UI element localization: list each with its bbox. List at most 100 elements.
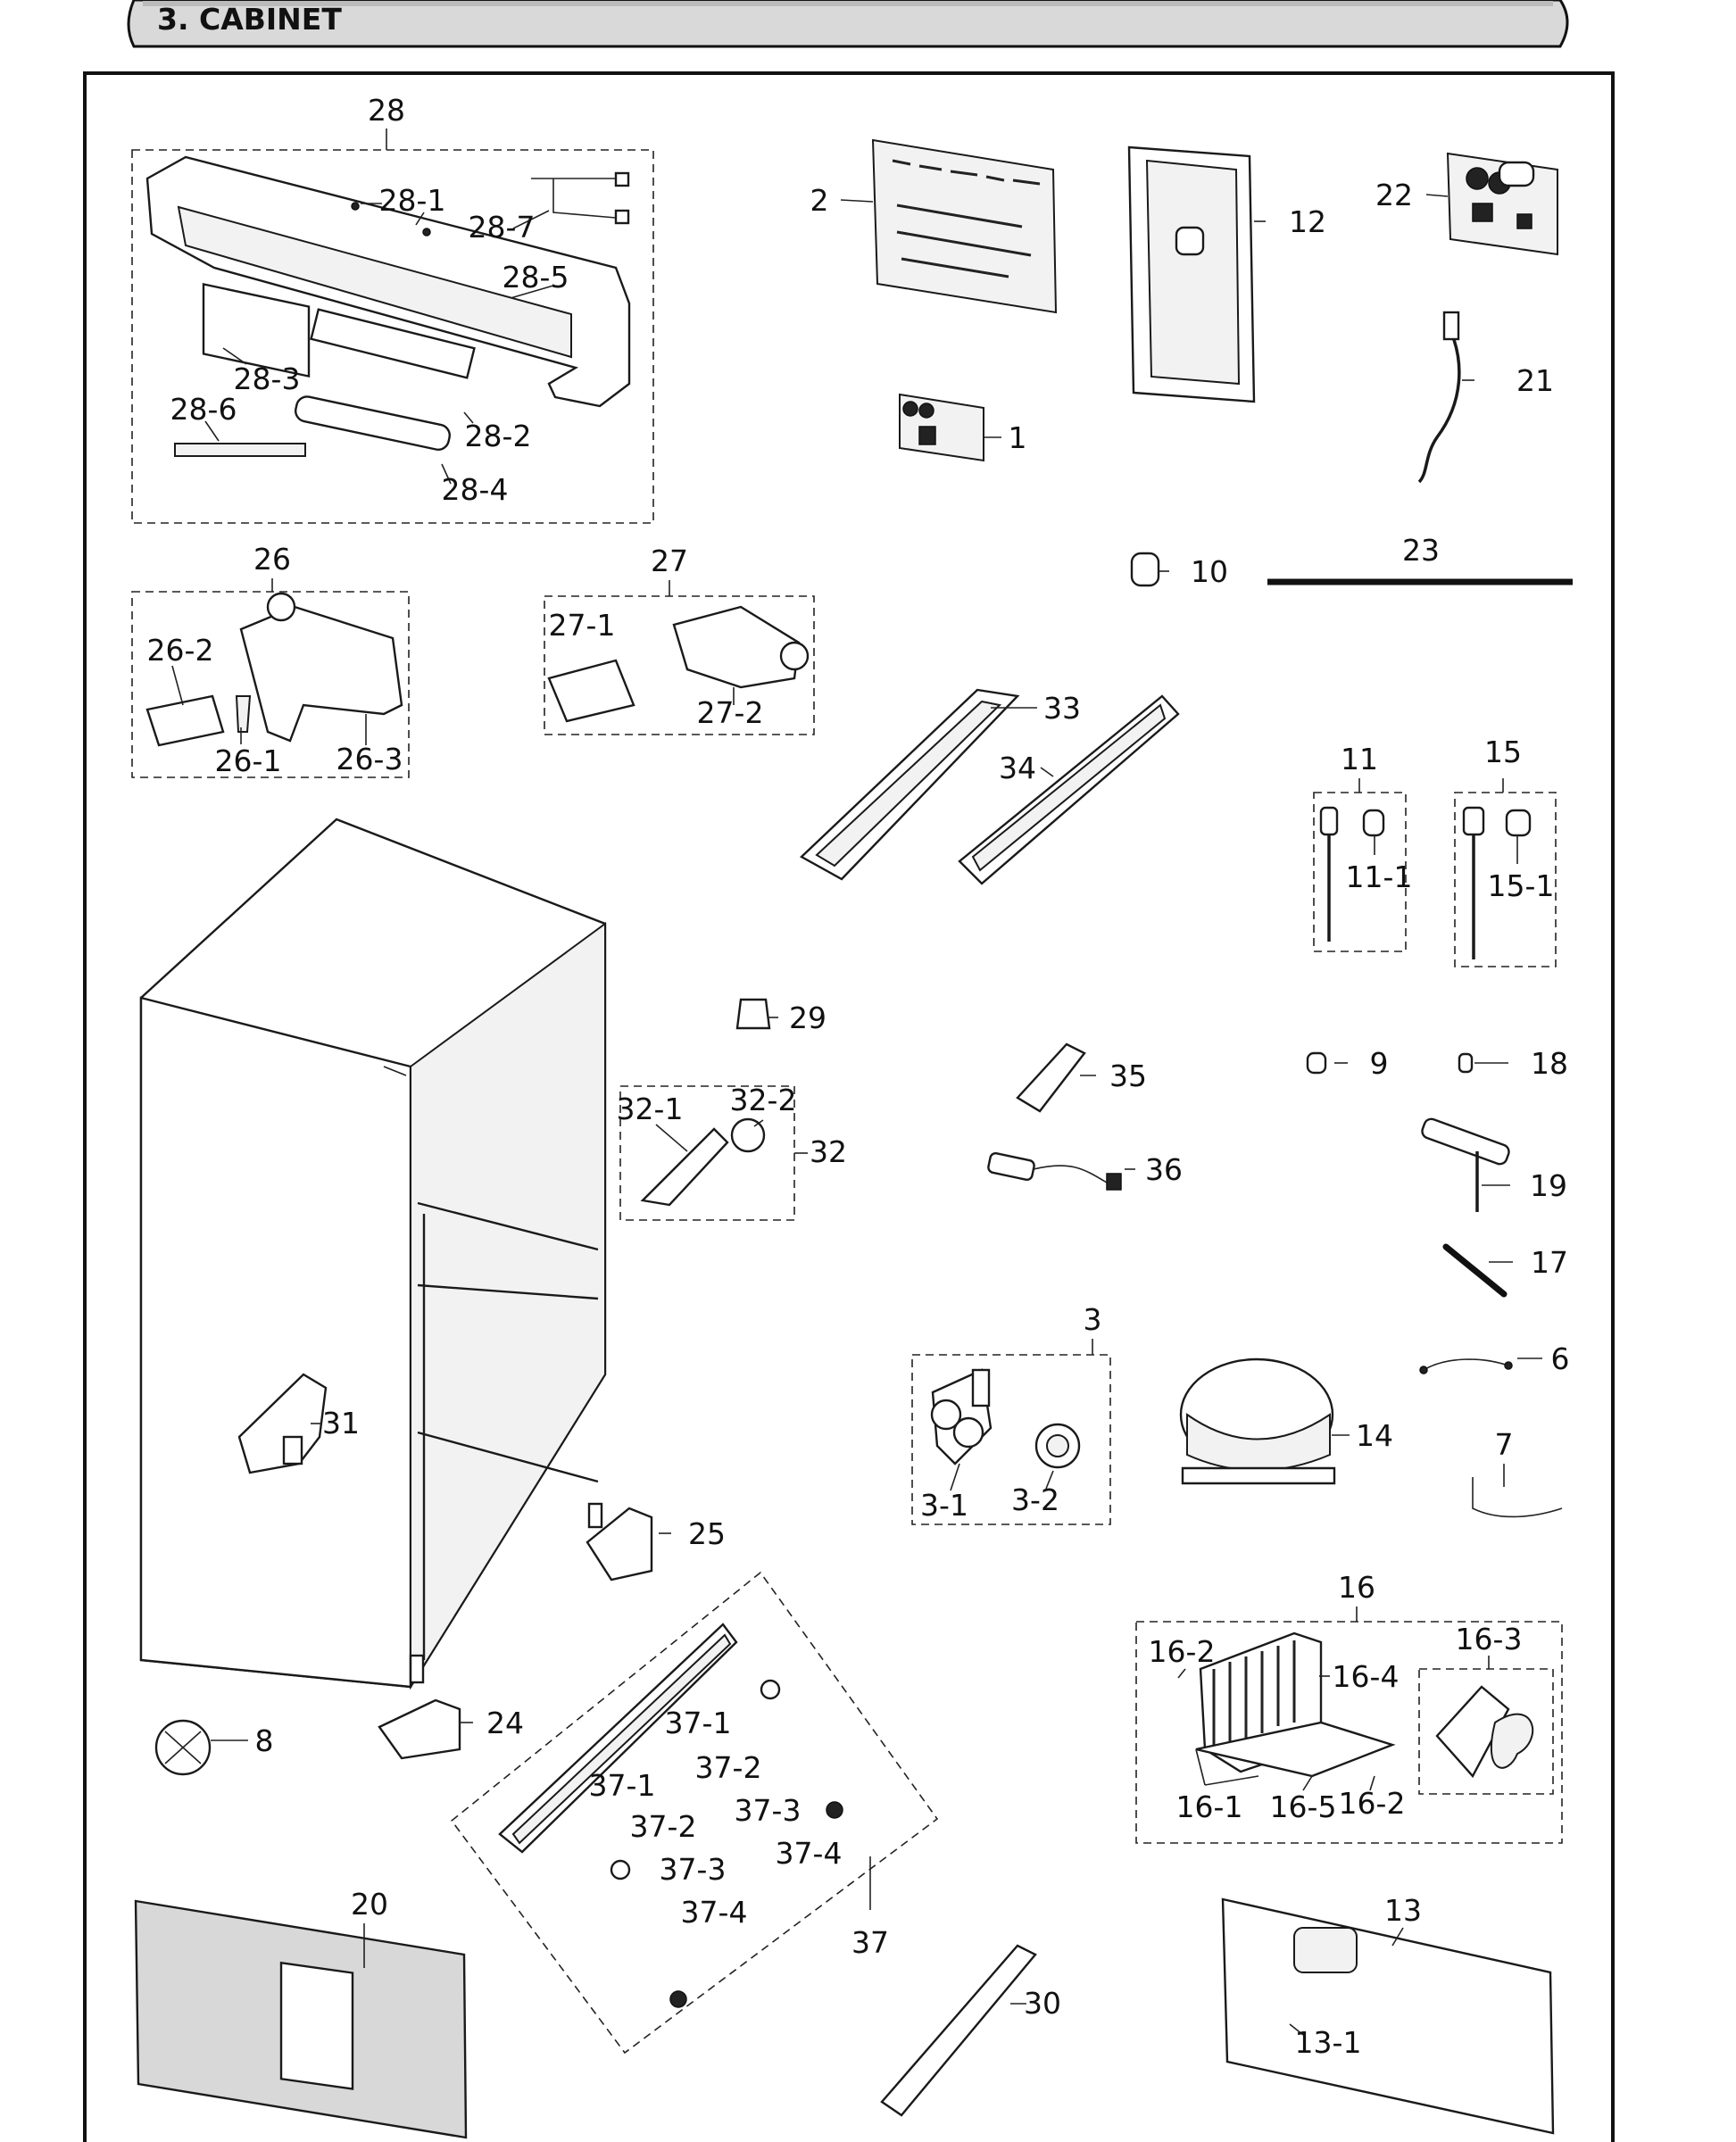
callout-15-1: 15-1 xyxy=(1488,868,1555,903)
part-group-27 xyxy=(544,580,815,735)
callout-37-4a: 37-4 xyxy=(776,1836,843,1871)
callout-37-4b: 37-4 xyxy=(681,1895,748,1930)
part-17 xyxy=(1442,1243,1513,1298)
callout-28-3: 28-3 xyxy=(234,361,301,396)
callout-10: 10 xyxy=(1191,554,1228,589)
part-31-lower-hinge xyxy=(237,1373,328,1474)
section-title: 3. CABINET xyxy=(157,2,342,37)
part-group-28 xyxy=(131,129,654,524)
callout-30: 30 xyxy=(1024,1986,1061,2021)
section-header: 3. CABINET xyxy=(127,0,1569,48)
callout-31: 31 xyxy=(322,1406,360,1440)
callout-37-3b: 37-3 xyxy=(660,1852,727,1887)
callout-21: 21 xyxy=(1516,363,1554,398)
part-20-grille xyxy=(134,1899,468,2139)
callout-14: 14 xyxy=(1356,1418,1393,1453)
callout-25: 25 xyxy=(688,1516,726,1551)
part-group-32 xyxy=(619,1085,808,1221)
callout-26-1: 26-1 xyxy=(215,743,282,778)
callout-16: 16 xyxy=(1338,1570,1375,1605)
callout-32-1: 32-1 xyxy=(617,1092,684,1126)
part-group-3 xyxy=(911,1339,1111,1525)
part-24 xyxy=(378,1698,473,1760)
callout-28: 28 xyxy=(368,93,405,128)
callout-32-2: 32-2 xyxy=(730,1083,797,1117)
callout-37: 37 xyxy=(851,1925,889,1960)
callout-32: 32 xyxy=(810,1134,847,1169)
part-35 xyxy=(1016,1042,1096,1113)
callout-27-2: 27-2 xyxy=(697,695,764,730)
callout-37-2a: 37-2 xyxy=(695,1750,762,1785)
cabinet-body xyxy=(139,818,607,1690)
callout-17: 17 xyxy=(1531,1245,1568,1280)
callout-34: 34 xyxy=(999,751,1036,785)
callout-16-4: 16-4 xyxy=(1333,1659,1400,1694)
part-group-26 xyxy=(131,578,410,778)
callout-37-1a: 37-1 xyxy=(665,1706,732,1740)
part-1-small-pcb xyxy=(899,393,1001,462)
part-14-compressor xyxy=(1179,1357,1350,1485)
part-8 xyxy=(154,1719,248,1776)
callout-11: 11 xyxy=(1341,742,1378,776)
callout-37-1b: 37-1 xyxy=(589,1768,656,1803)
callout-23: 23 xyxy=(1402,533,1440,568)
callout-24: 24 xyxy=(486,1706,524,1740)
callout-35: 35 xyxy=(1109,1059,1147,1093)
callout-12: 12 xyxy=(1289,204,1326,239)
bracket-28-2 xyxy=(310,308,476,379)
callout-28-1: 28-1 xyxy=(379,183,446,218)
part-group-37 xyxy=(450,1571,939,2055)
callout-16-3: 16-3 xyxy=(1456,1622,1523,1656)
part-19 xyxy=(1421,1117,1510,1212)
callout-19: 19 xyxy=(1530,1168,1567,1203)
part-21-power-cord xyxy=(1417,311,1474,484)
part-9 xyxy=(1306,1051,1348,1075)
part-2-main-pcb xyxy=(840,138,1058,314)
callout-9: 9 xyxy=(1370,1046,1389,1081)
callout-20: 20 xyxy=(351,1887,388,1922)
part-group-16 xyxy=(1135,1606,1563,1844)
diagram-frame xyxy=(83,71,1615,2142)
callout-3-2: 3-2 xyxy=(1011,1482,1059,1517)
callout-37-2b: 37-2 xyxy=(630,1809,697,1844)
callout-28-5: 28-5 xyxy=(503,260,569,295)
callout-13-1: 13-1 xyxy=(1295,2025,1362,2060)
callout-16-2a: 16-2 xyxy=(1149,1634,1216,1669)
part-25 xyxy=(586,1507,671,1582)
callout-15: 15 xyxy=(1484,735,1522,769)
callout-7: 7 xyxy=(1495,1427,1514,1462)
part-30-channel xyxy=(880,1944,1037,2117)
callout-28-4: 28-4 xyxy=(442,472,509,507)
callout-16-1: 16-1 xyxy=(1176,1789,1243,1824)
part-36-sensor-wire xyxy=(987,1151,1135,1191)
callout-28-2: 28-2 xyxy=(465,419,532,453)
part-group-11 xyxy=(1313,778,1407,952)
callout-29: 29 xyxy=(789,1000,826,1035)
part-13-cover xyxy=(1221,1897,1555,2135)
callout-11-1: 11-1 xyxy=(1346,859,1413,894)
callout-26-3: 26-3 xyxy=(336,742,403,776)
callout-36: 36 xyxy=(1145,1152,1183,1187)
callout-27-1: 27-1 xyxy=(549,608,616,643)
group-box-28 xyxy=(131,149,654,524)
part-33-34-rails xyxy=(799,688,1180,885)
part-18 xyxy=(1458,1052,1508,1074)
callout-33: 33 xyxy=(1043,691,1081,726)
callout-8: 8 xyxy=(255,1723,274,1758)
callout-22: 22 xyxy=(1375,178,1413,212)
callout-13: 13 xyxy=(1384,1893,1422,1928)
callout-3-1: 3-1 xyxy=(920,1488,968,1523)
part-10 xyxy=(1130,552,1169,587)
callout-37-3a: 37-3 xyxy=(735,1793,802,1828)
callout-16-5: 16-5 xyxy=(1270,1789,1337,1824)
part-6-wire xyxy=(1419,1357,1542,1374)
callout-6: 6 xyxy=(1551,1341,1570,1376)
callout-16-2b: 16-2 xyxy=(1339,1786,1406,1821)
callout-26-2: 26-2 xyxy=(147,633,214,668)
part-22-pcb xyxy=(1425,152,1558,256)
callout-labels: 28 28-1 28-7 28-5 28-3 28-6 28-2 28-4 2 … xyxy=(147,93,1570,2060)
part-29 xyxy=(735,998,778,1030)
callout-1: 1 xyxy=(1009,420,1027,455)
part-12-panel xyxy=(1127,145,1266,403)
